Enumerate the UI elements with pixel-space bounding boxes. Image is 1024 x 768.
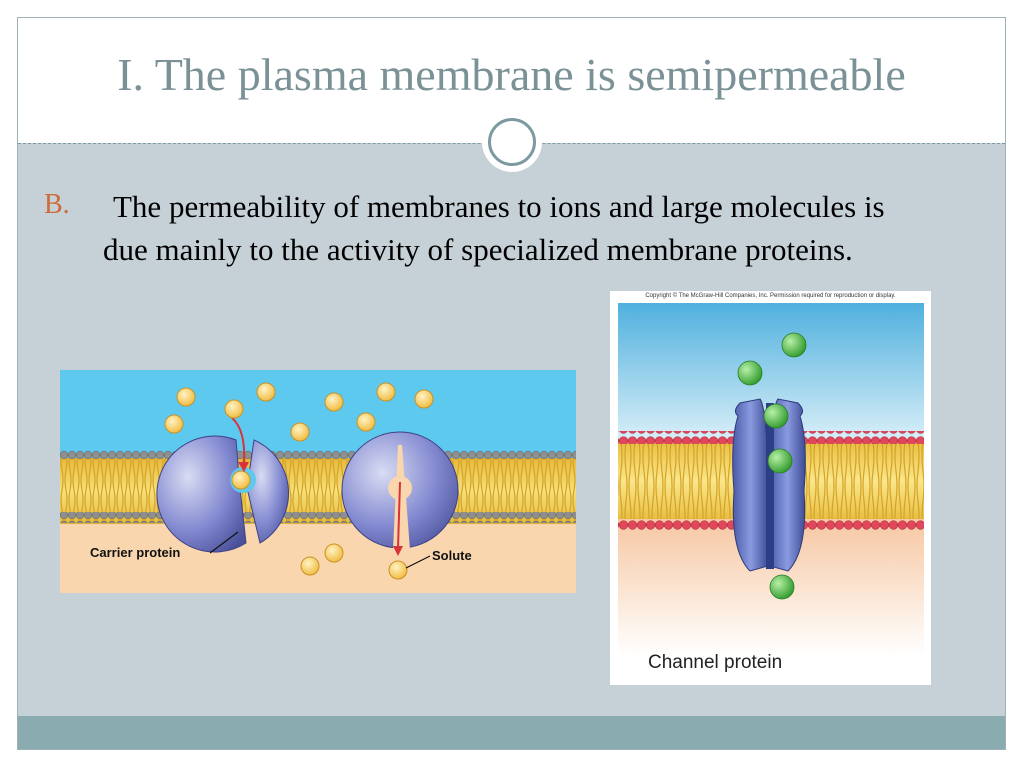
carrier-protein-figure: Carrier protein Solute: [60, 370, 576, 593]
channel-protein-figure: Copyright © The McGraw-Hill Companies, I…: [610, 291, 931, 685]
circle-ornament-ring: [488, 118, 536, 166]
channel-protein-caption: Channel protein: [648, 652, 783, 673]
solute-label: Solute: [432, 548, 472, 563]
bullet-text: The permeability of membranes to ions an…: [103, 189, 885, 267]
slide: I. The plasma membrane is semipermeable …: [17, 17, 1006, 750]
bullet-marker: B.: [44, 189, 70, 220]
footer-band: [18, 716, 1005, 749]
slide-title: I. The plasma membrane is semipermeable: [117, 49, 906, 100]
channel-protein-illustration: [618, 303, 924, 656]
carrier-protein-label: Carrier protein: [90, 545, 180, 560]
copyright-note: Copyright © The McGraw-Hill Companies, I…: [645, 293, 896, 299]
